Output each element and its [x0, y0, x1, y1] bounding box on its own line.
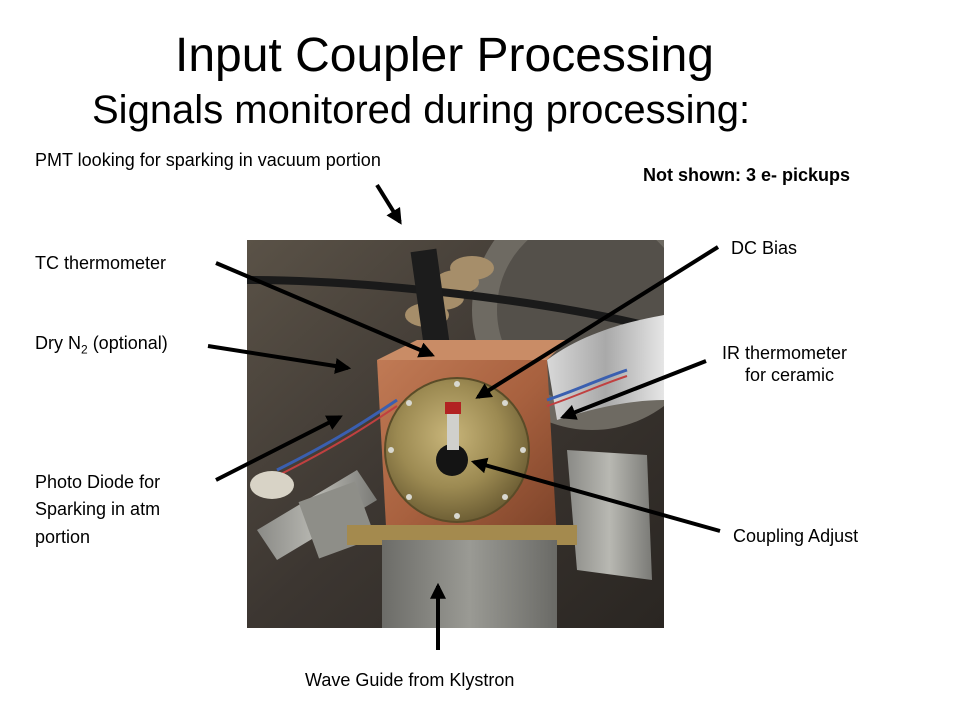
label-photo-diode-line1: Photo Diode for [35, 472, 161, 492]
arrow-ir-thermometer [560, 359, 707, 420]
label-photo-diode-line3: portion [35, 527, 91, 547]
apparatus-photo [247, 240, 664, 628]
label-wave-guide: Wave Guide from Klystron [305, 670, 515, 690]
slide-title: Input Coupler Processing [175, 29, 714, 82]
label-dry-n2: Dry N2 (optional) [35, 332, 168, 361]
label-photo-diode-line2: Sparking in atm [35, 499, 161, 519]
arrow-pmt [375, 183, 402, 225]
dry-n2-prefix: Dry N [35, 333, 81, 353]
label-not-shown: Not shown: 3 e- pickups [643, 165, 851, 185]
label-dc-bias: DC Bias [731, 238, 798, 258]
arrow-dry-n2 [207, 344, 352, 374]
dry-n2-subscript: 2 [81, 342, 88, 357]
slide-subtitle: Signals monitored during processing: [92, 88, 751, 132]
arrow-dc-bias [475, 245, 720, 399]
arrow-tc-thermometer [215, 261, 435, 358]
label-ir-line2: for ceramic [745, 365, 835, 385]
label-coupling-adjust: Coupling Adjust [733, 526, 859, 546]
dry-n2-suffix: (optional) [87, 333, 168, 353]
label-pmt: PMT looking for sparking in vacuum porti… [35, 150, 381, 170]
arrow-photo-diode [215, 415, 343, 482]
label-tc-thermometer: TC thermometer [35, 253, 167, 273]
arrow-coupling-adjust [470, 457, 721, 533]
label-ir-line1: IR thermometer [722, 343, 848, 363]
